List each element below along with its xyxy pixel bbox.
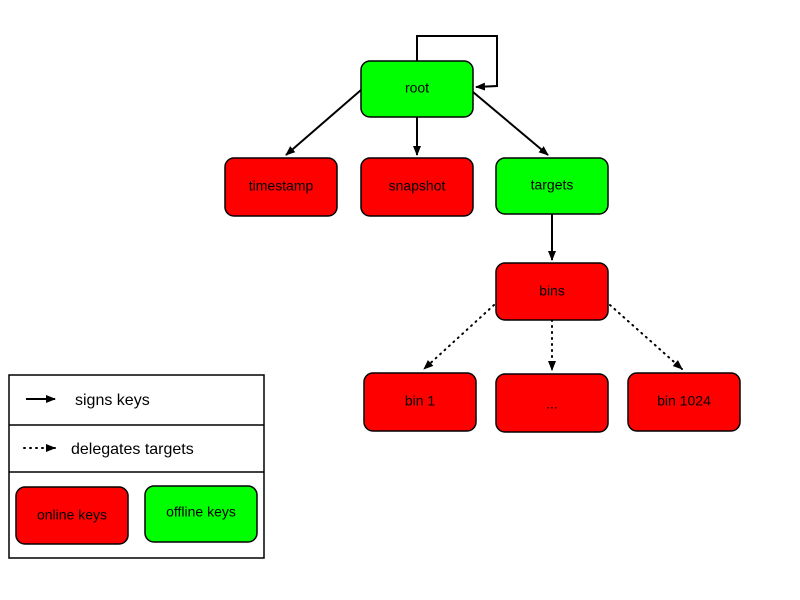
legend-online-keys-swatch — [15, 486, 129, 545]
node-timestamp-label: timestamp — [249, 178, 314, 194]
edge-bins-bin-1024 — [609, 304, 683, 370]
edge-root-targets — [472, 91, 549, 156]
node-bin-1-box — [363, 372, 477, 432]
node-bins-box — [495, 262, 609, 321]
node-bin-1[interactable]: bin 1 — [363, 372, 477, 432]
node-targets[interactable]: targets — [495, 157, 609, 215]
node-targets-box — [495, 157, 609, 215]
node-bins[interactable]: bins — [495, 262, 609, 321]
node-bin-ellipsis[interactable]: ... — [495, 373, 609, 433]
node-root-label: root — [405, 80, 429, 96]
node-bin-ellipsis-box — [495, 373, 609, 433]
node-timestamp[interactable]: timestamp — [224, 157, 338, 217]
node-bin-1024-box — [627, 372, 741, 432]
node-bins-label: bins — [539, 283, 565, 299]
node-snapshot[interactable]: snapshot — [360, 157, 474, 217]
legend-offline-keys-swatch — [144, 485, 258, 543]
legend-online-keys-label: online keys — [37, 507, 107, 523]
legend: signs keys delegates targets online keys… — [8, 374, 265, 559]
legend-offline-keys-label: offline keys — [166, 504, 236, 520]
legend-delegates-targets-label: delegates targets — [71, 441, 194, 458]
legend-signs-keys-label: signs keys — [75, 392, 150, 409]
node-snapshot-label: snapshot — [389, 178, 446, 194]
node-bin-1-label: bin 1 — [405, 393, 436, 409]
node-bin-ellipsis-label: ... — [546, 396, 558, 412]
node-bin-1024[interactable]: bin 1024 — [627, 372, 741, 432]
node-snapshot-box — [360, 157, 474, 217]
edges — [285, 35, 683, 371]
edge-root-timestamp — [285, 89, 362, 156]
node-root[interactable]: root — [360, 60, 474, 118]
edge-root-self-loop — [416, 35, 498, 91]
edge-bins-bin-1 — [423, 304, 495, 370]
node-targets-label: targets — [531, 177, 574, 193]
node-timestamp-box — [224, 157, 338, 217]
node-bin-1024-label: bin 1024 — [657, 393, 711, 409]
node-root-box — [360, 60, 474, 118]
